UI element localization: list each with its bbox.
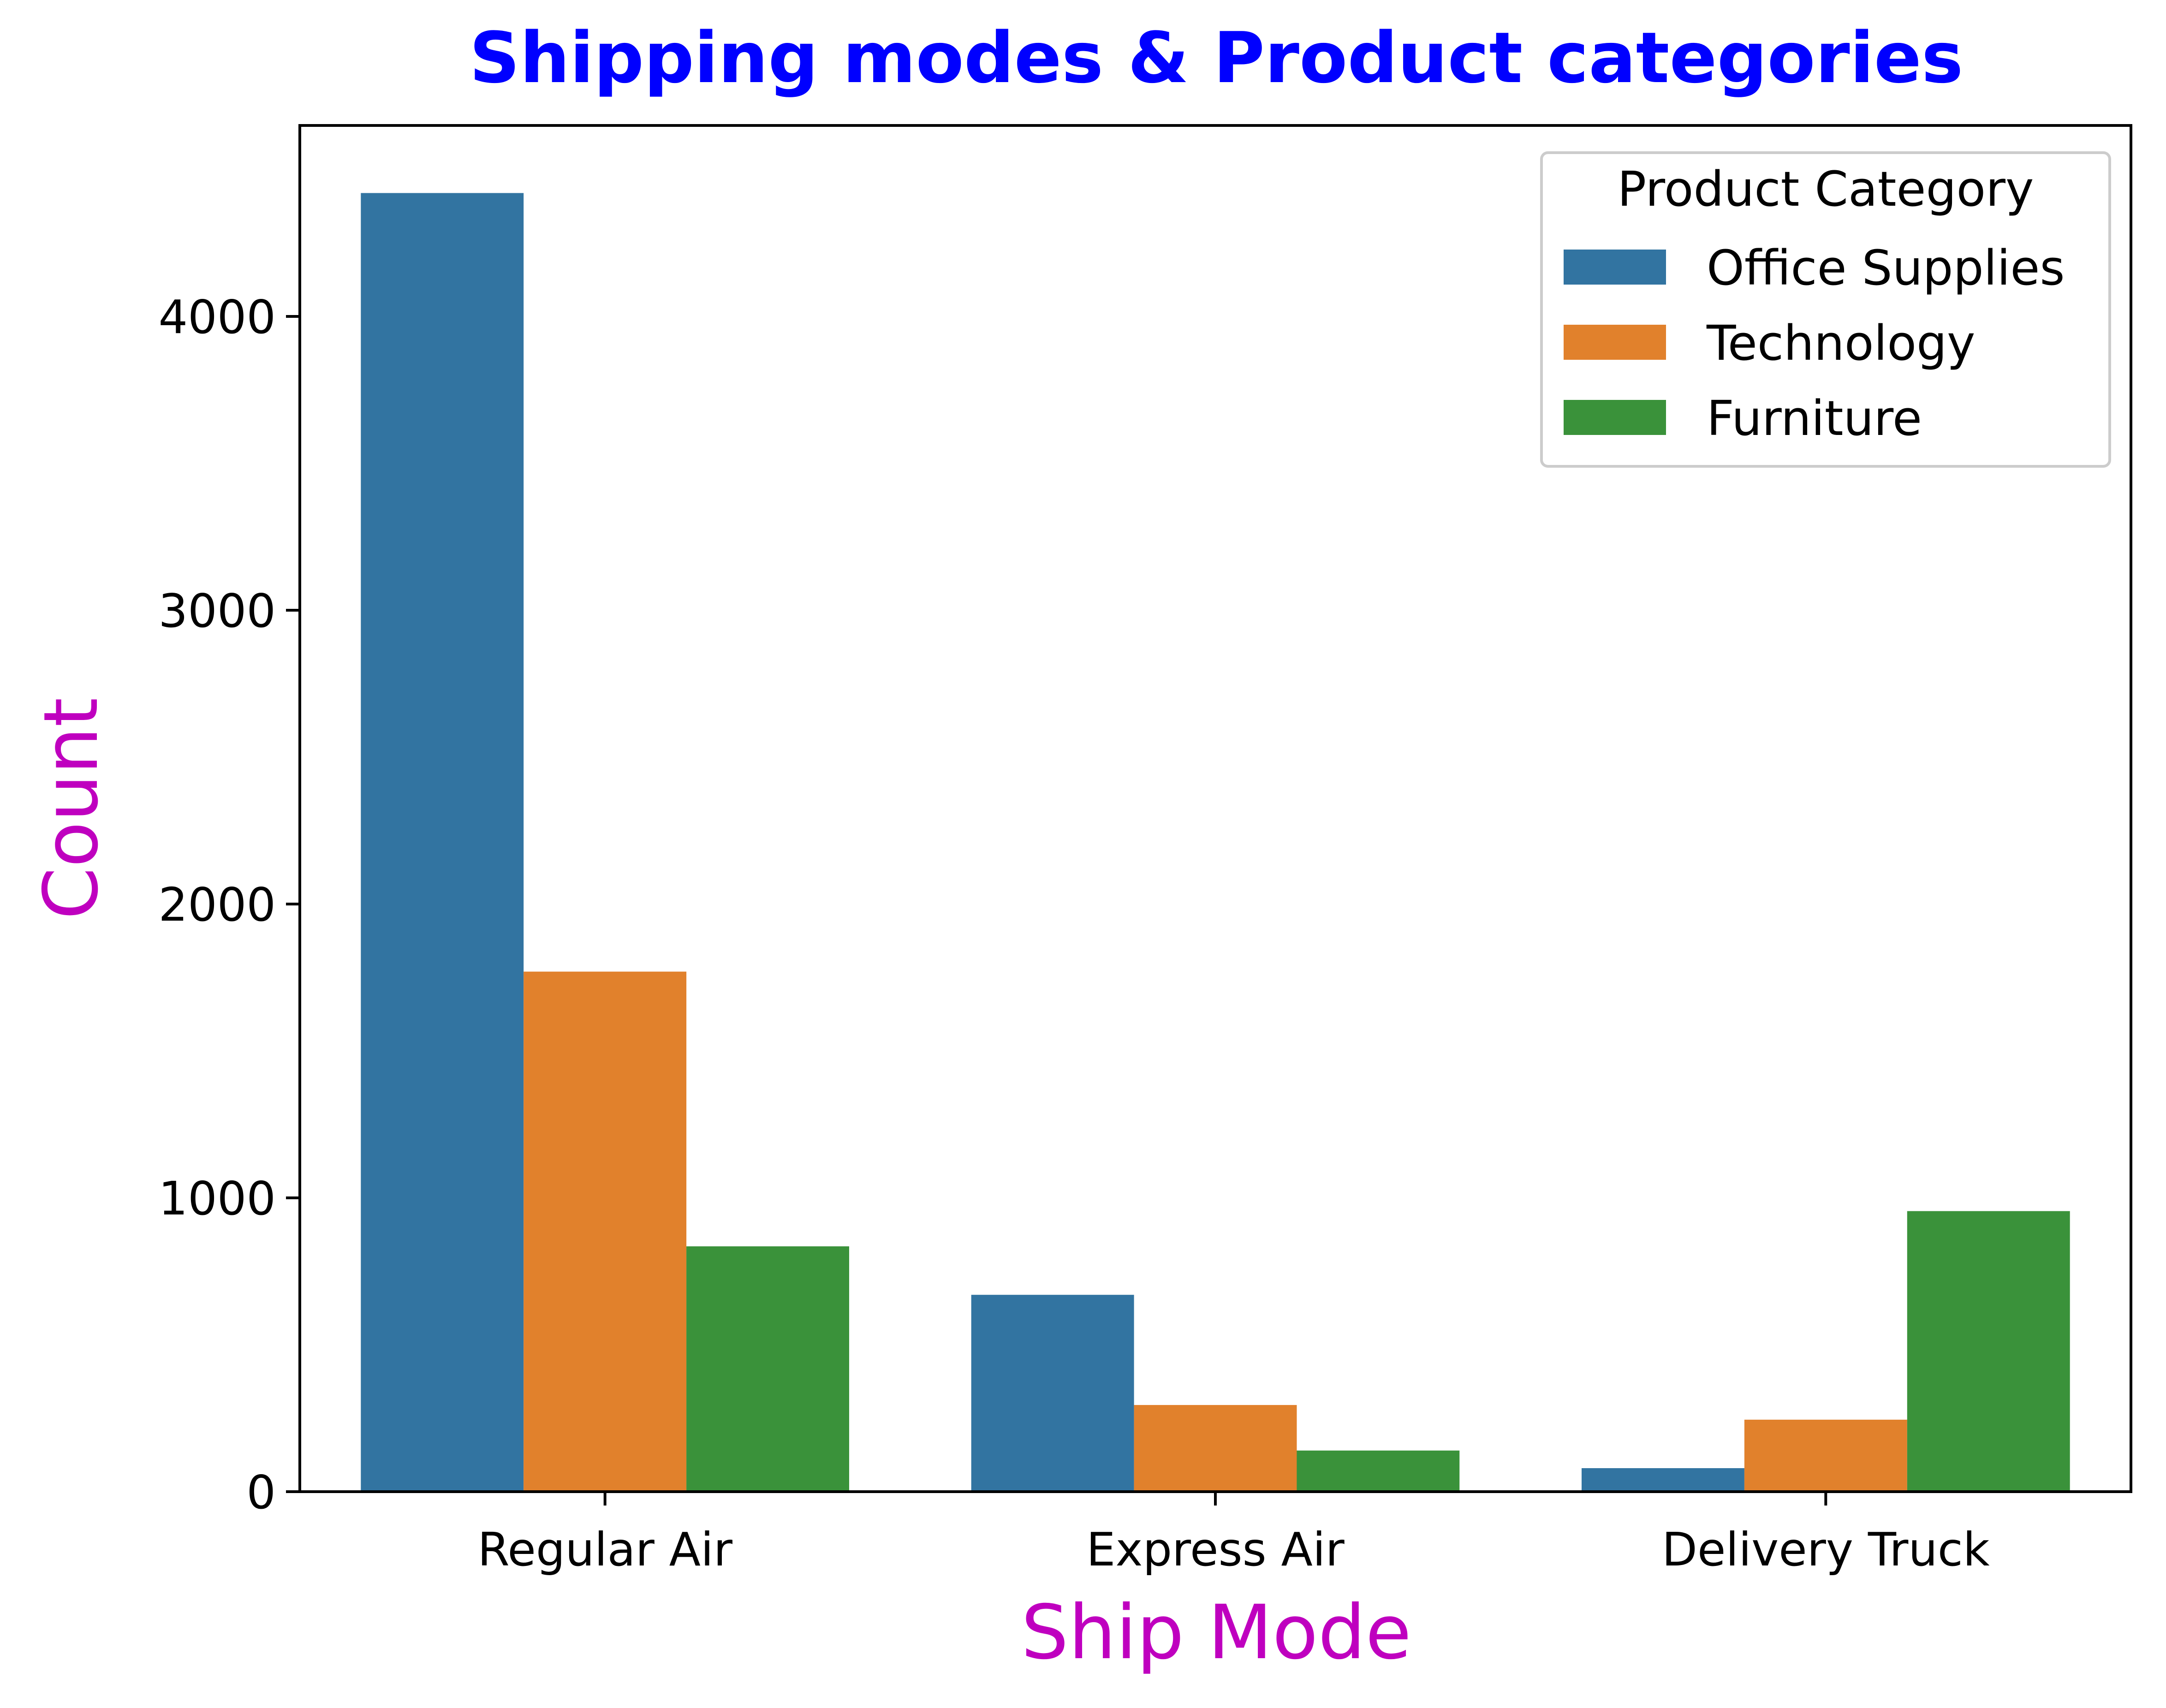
y-tick-label: 3000	[159, 584, 276, 638]
x-axis-label: Ship Mode	[1021, 1589, 1411, 1676]
legend-swatch	[1564, 325, 1666, 360]
x-tick-label: Regular Air	[477, 1523, 733, 1577]
bar	[1134, 1405, 1297, 1492]
legend: Product Category Office SuppliesTechnolo…	[1540, 151, 2111, 468]
bars-group	[361, 193, 2070, 1492]
bar	[1744, 1419, 1907, 1492]
chart-title: Shipping modes & Product categories	[470, 17, 1964, 99]
bar	[1582, 1468, 1744, 1492]
y-tick-label: 4000	[159, 290, 276, 344]
legend-label: Office Supplies	[1707, 240, 2065, 296]
x-axis: Regular Air Express Air Delivery Truck	[477, 1492, 1990, 1577]
bar	[1297, 1450, 1460, 1492]
bar	[524, 971, 687, 1492]
legend-swatch	[1564, 400, 1666, 435]
legend-swatch	[1564, 250, 1666, 285]
legend-title: Product Category	[1618, 161, 2034, 217]
y-tick-label: 0	[246, 1465, 276, 1519]
y-tick-label: 1000	[159, 1172, 276, 1226]
x-tick-label: Express Air	[1086, 1523, 1345, 1577]
legend-label: Furniture	[1707, 390, 1922, 446]
y-axis-label: Count	[28, 697, 115, 919]
bar	[361, 193, 524, 1492]
y-axis: 0 1000 2000 3000 4000	[159, 290, 300, 1519]
y-tick-label: 2000	[159, 878, 276, 932]
bar	[1907, 1211, 2070, 1492]
bar	[686, 1246, 849, 1492]
bar	[971, 1295, 1134, 1492]
legend-label: Technology	[1706, 315, 1976, 371]
legend-frame	[1540, 151, 2111, 468]
x-tick-label: Delivery Truck	[1662, 1523, 1990, 1577]
